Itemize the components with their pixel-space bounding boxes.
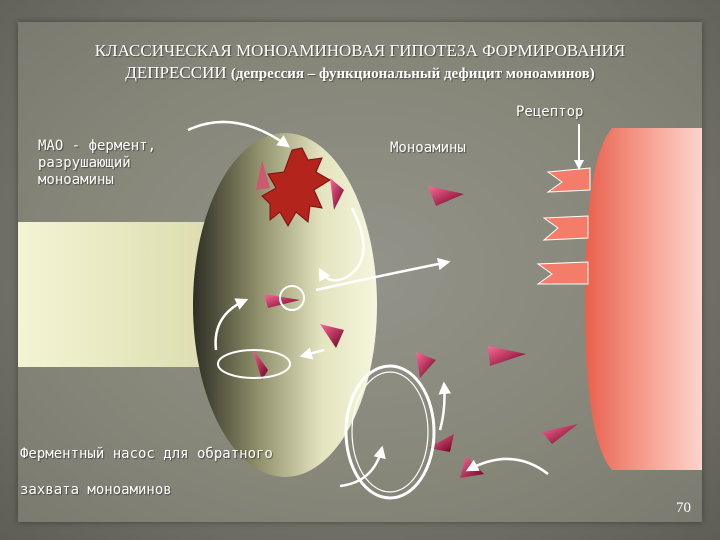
- release-arrow: [318, 207, 365, 282]
- mao-label: МАО - фермент, разрушающий моноамины: [38, 138, 156, 189]
- monoamine-7: [488, 346, 526, 366]
- diffusion-arrow: [315, 257, 451, 292]
- postsynaptic-membrane: [585, 128, 702, 470]
- title-line-2: ДЕПРЕССИИ (депрессия – функциональный де…: [20, 62, 700, 85]
- vesicle: [279, 285, 305, 311]
- mao-label-line-1: МАО - фермент,: [38, 138, 157, 154]
- mao-enzyme: [261, 147, 331, 228]
- return-arrow: [465, 457, 549, 475]
- mao-label-line-2: разрушающий: [38, 155, 131, 171]
- reuptake-pump-ring: [344, 364, 436, 500]
- monoamine-molecules: [252, 178, 578, 478]
- receptor-3: [536, 261, 589, 285]
- title-subtitle: (депрессия – функциональный дефицит моно…: [230, 66, 595, 82]
- pump-up-arrow: [438, 381, 452, 431]
- slide-title: КЛАССИЧЕСКАЯ МОНОАМИНОВАЯ ГИПОТЕЗА ФОРМИ…: [20, 40, 700, 85]
- monoamine-4: [320, 324, 344, 348]
- receptor-2: [542, 215, 589, 241]
- recycle-arrow: [214, 298, 249, 351]
- presynaptic-terminal: [193, 133, 377, 477]
- monoamine-6: [416, 352, 436, 378]
- enzyme-fragment: [256, 160, 270, 190]
- flow-arrows: [187, 120, 549, 488]
- receptor-label: Рецептор: [516, 104, 584, 120]
- page-number: 70: [676, 500, 691, 516]
- monoamines-label: Моноамины: [390, 140, 466, 156]
- monoamine-3: [264, 294, 300, 308]
- title-line-1: КЛАССИЧЕСКАЯ МОНОАМИНОВАЯ ГИПОТЕЗА ФОРМИ…: [94, 41, 626, 60]
- monoamine-8: [428, 434, 454, 452]
- title-main: ДЕПРЕССИИ: [125, 63, 227, 82]
- monoamine-5: [252, 348, 268, 380]
- transporter-ring: [217, 349, 291, 379]
- pump-pointer-arrow: [339, 445, 386, 488]
- monoamine-2: [428, 186, 464, 206]
- monoamine-1: [330, 178, 344, 210]
- reuptake-arrow-small: [299, 347, 325, 360]
- pump-label-line-2: захвата моноаминов: [20, 482, 172, 498]
- pump-label-line-1: Ферментный насос для обратного: [20, 446, 273, 462]
- mao-label-line-3: моноамины: [38, 172, 114, 188]
- mao-pointer-arrow: [187, 120, 291, 148]
- monoamine-9: [542, 424, 578, 444]
- receptor-1: [546, 167, 591, 193]
